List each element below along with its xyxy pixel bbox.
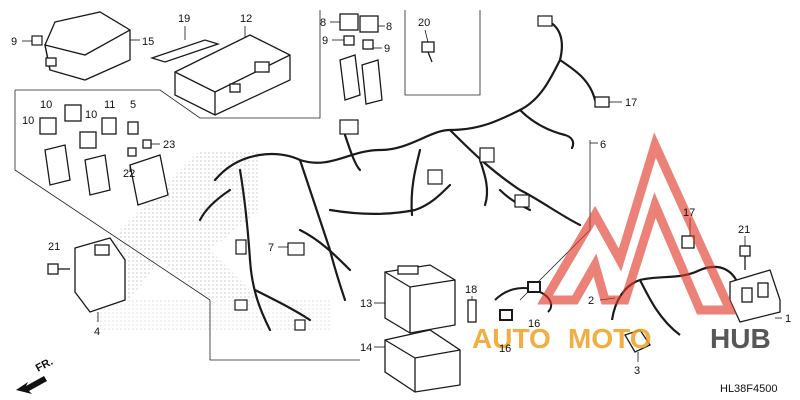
part-2-cable [610,265,742,336]
part-5-22-23-connectors [127,121,169,206]
part-1-starter-relay [729,269,781,323]
callout-4: 4 [94,326,100,338]
callout-7: 7 [268,242,274,254]
part-19-strip [149,39,221,63]
callout-10-mid: 10 [85,109,97,121]
callout-13: 13 [360,298,372,310]
callout-16-lower: 16 [499,343,511,355]
callout-2: 2 [588,295,594,307]
callout-10-top: 10 [40,99,52,111]
part-17-clip-a [594,96,610,108]
part-8-relays [339,13,383,105]
part-13-module [384,264,456,334]
part-14-holder [384,329,461,393]
callout-9-right: 9 [384,43,390,55]
part-16-cable [494,281,553,321]
callout-21-left: 21 [48,241,60,253]
part-18-clip [467,299,477,323]
part-20-bolt [421,41,435,63]
callout-20: 20 [418,17,430,29]
callout-17-top: 17 [625,97,637,109]
callout-22: 22 [123,168,135,180]
callout-12: 12 [240,13,252,25]
harness-connectors [234,15,553,331]
callout-23: 23 [163,139,175,151]
callout-labels: 9 15 19 12 8 8 9 9 20 17 10 10 10 11 5 2… [11,13,791,377]
dotted-watermark-shape [95,150,330,330]
part-3-boot [624,329,651,353]
callout-21-right: 21 [738,224,750,236]
callout-19: 19 [178,13,190,25]
diagram-code: HL38F4500 [720,383,778,395]
callout-11: 11 [104,99,115,111]
callout-16-upper: 16 [528,318,540,330]
brand-moto: MOTO [568,323,651,354]
group-frame-lines [14,10,591,361]
callout-9-left: 9 [322,35,328,47]
part-15-cover [44,11,131,81]
callout-6: 6 [600,139,606,151]
brand-hub: HUB [710,323,771,354]
part-9-clip-a [31,35,43,46]
part-17-clip-b [681,235,695,249]
automotohub-watermark: AUTO MOTO HUB [472,132,771,354]
callout-3: 3 [634,365,640,377]
callout-8-left: 8 [320,17,326,29]
part-21-bolt-b [739,245,751,270]
callout-9: 9 [11,36,17,48]
part-10-11-relays [39,104,117,196]
callout-1: 1 [785,313,791,325]
front-label: FR. [34,356,55,375]
part-21-bolt-a [47,263,70,275]
part-4-module [74,237,126,313]
callout-17-right: 17 [683,207,695,219]
callout-15: 15 [142,36,154,48]
callout-8-right: 8 [386,21,392,33]
callout-14: 14 [360,342,372,354]
callout-10-left: 10 [22,115,34,127]
main-harness [198,18,597,332]
brand-auto: AUTO [472,323,551,354]
callout-18: 18 [465,284,477,296]
front-direction-arrow: FR. [16,356,55,394]
part-12-control-unit [174,34,291,116]
callout-5: 5 [130,99,136,111]
